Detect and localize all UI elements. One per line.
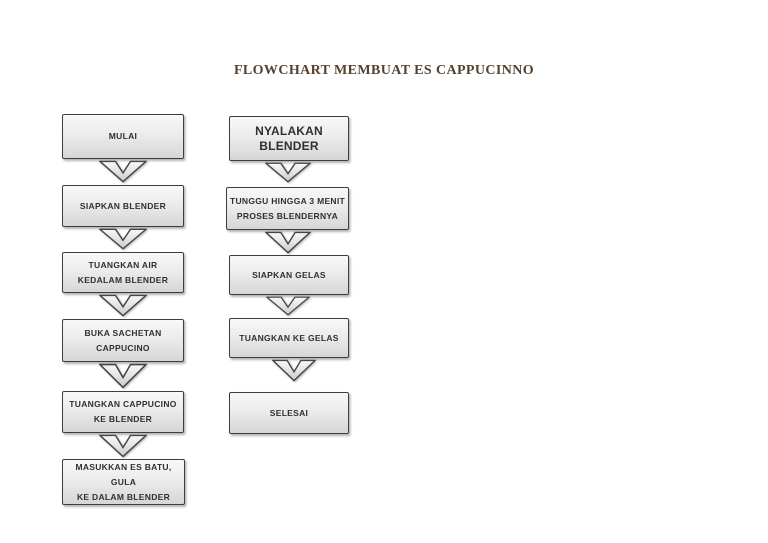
step-masukkan-es-batu: MASUKKAN ES BATU, GULA KE DALAM BLENDER <box>62 459 185 505</box>
step-label: NYALAKAN BLENDER <box>255 123 323 153</box>
down-arrow-icon <box>272 359 316 382</box>
down-arrow-icon <box>99 160 147 183</box>
step-siapkan-gelas: SIAPKAN GELAS <box>229 255 349 295</box>
down-arrow-icon <box>99 363 147 389</box>
step-label-line2: CAPPUCINO <box>96 342 150 353</box>
step-label: TUANGKAN KE GELAS <box>239 332 339 343</box>
step-label: MULAI <box>108 131 138 141</box>
step-tuangkan-air: TUANGKAN AIR KEDALAM BLENDER <box>62 252 184 293</box>
down-arrow-icon <box>266 296 310 316</box>
step-label-line2: KE BLENDER <box>93 414 153 424</box>
step-label: TUANGKAN AIR <box>88 259 158 270</box>
step-label: BUKA SACHETAN <box>84 327 162 338</box>
step-tuangkan-cappucino: TUANGKAN CAPPUCINO KE BLENDER <box>62 391 184 433</box>
step-label: TUNGGU HINGGA 3 MENIT <box>229 195 346 206</box>
down-arrow-icon <box>99 228 147 250</box>
step-selesai: SELESAI <box>229 392 349 434</box>
step-label-line2: PROSES BLENDERNYA <box>236 210 339 221</box>
step-nyalakan-blender: NYALAKAN BLENDER <box>229 116 349 161</box>
step-label-line2: KE DALAM BLENDER <box>76 491 171 502</box>
down-arrow-icon <box>99 294 147 317</box>
step-label-line2: KEDALAM BLENDER <box>77 274 169 285</box>
page-title: FLOWCHART MEMBUAT ES CAPPUCINNO <box>233 63 535 78</box>
step-label: SELESAI <box>269 407 309 418</box>
step-buka-sachetan: BUKA SACHETAN CAPPUCINO <box>62 319 184 362</box>
step-mulai: MULAI <box>62 114 184 159</box>
down-arrow-icon <box>265 162 311 183</box>
down-arrow-icon <box>99 434 147 458</box>
step-label: SIAPKAN GELAS <box>252 269 326 280</box>
step-label: SIAPKAN BLENDER <box>79 200 167 211</box>
down-arrow-icon <box>265 231 311 254</box>
step-siapkan-blender: SIAPKAN BLENDER <box>62 185 184 227</box>
step-label: TUANGKAN CAPPUCINO <box>69 399 177 409</box>
step-label: MASUKKAN ES BATU, GULA <box>75 461 172 487</box>
step-tuangkan-ke-gelas: TUANGKAN KE GELAS <box>229 318 349 358</box>
step-tunggu-3-menit: TUNGGU HINGGA 3 MENIT PROSES BLENDERNYA <box>226 187 349 230</box>
